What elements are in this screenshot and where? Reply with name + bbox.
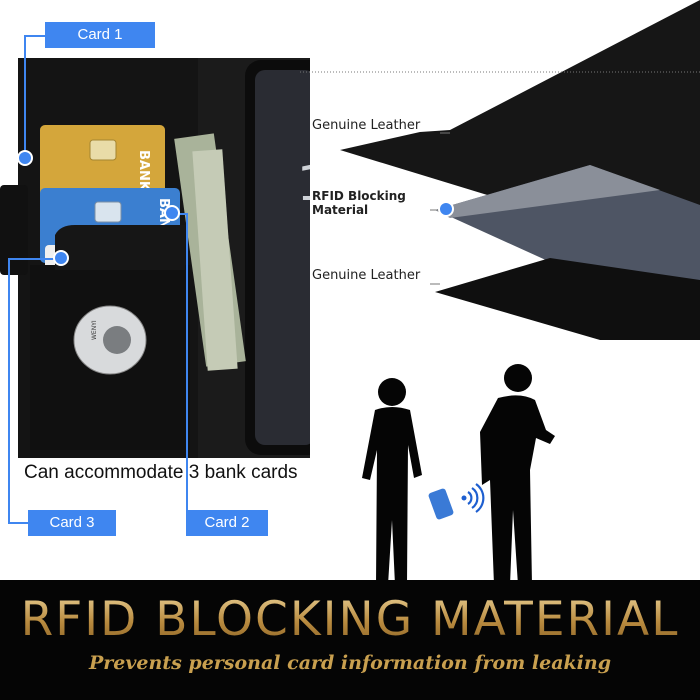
card-3-callout: Card 3 bbox=[28, 510, 116, 536]
card-2-leader-h bbox=[170, 213, 187, 215]
money-bills bbox=[174, 133, 246, 371]
layer-genuine-leather-bottom bbox=[435, 258, 700, 340]
thief-silhouette bbox=[480, 364, 555, 585]
wireless-signal-icon bbox=[450, 480, 486, 516]
card-3-leader-v bbox=[8, 258, 10, 524]
svg-text:1: 1 bbox=[297, 156, 310, 212]
banner-title: RFID BLOCKING MATERIAL bbox=[0, 592, 700, 647]
layer-label-rfid-line1: RFID Blocking bbox=[312, 189, 406, 203]
card-2-callout: Card 2 bbox=[186, 510, 268, 536]
svg-text:BANK: BANK bbox=[136, 150, 151, 192]
layer-label-bottom-leather: Genuine Leather bbox=[312, 268, 421, 283]
people-silhouettes bbox=[362, 364, 555, 585]
wallet-caption: Can accommodate 3 bank cards bbox=[24, 462, 298, 483]
layer-label-top-leather: Genuine Leather bbox=[312, 118, 421, 133]
card-1-leader-v bbox=[24, 35, 26, 157]
card-3-leader-h-bottom bbox=[8, 522, 30, 524]
card-1-gold: BANK bbox=[40, 125, 165, 205]
bottom-banner bbox=[0, 580, 700, 700]
card-3-marker-dot bbox=[55, 252, 67, 264]
card-2-marker-dot bbox=[166, 207, 178, 219]
card-2-leader-v bbox=[186, 213, 188, 512]
banner-subtitle: Prevents personal card information from … bbox=[89, 652, 611, 674]
card-1-marker-dot bbox=[19, 152, 31, 164]
card-3-leader-h-top bbox=[8, 258, 60, 260]
victim-silhouette bbox=[362, 378, 422, 585]
svg-text:WENYI: WENYI bbox=[91, 320, 98, 340]
rfid-marker-dot bbox=[440, 203, 452, 215]
card-1-callout: Card 1 bbox=[45, 22, 155, 48]
wallet-illustration: 1 BANK BANK WENYI bbox=[0, 58, 310, 458]
material-layers bbox=[300, 0, 700, 340]
layer-label-rfid-line2: Material bbox=[312, 203, 369, 217]
card-1-leader-h bbox=[24, 35, 46, 37]
